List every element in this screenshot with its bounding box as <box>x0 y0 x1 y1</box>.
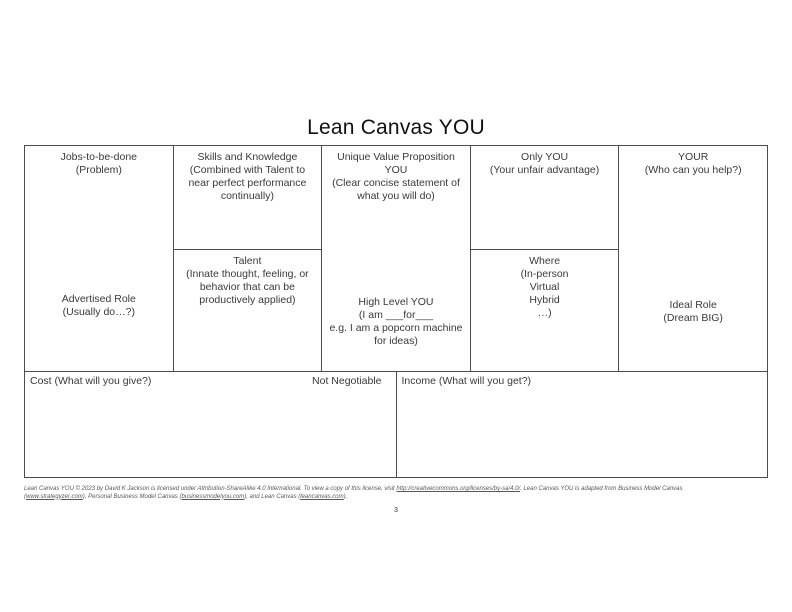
businessmodelyou-link[interactable]: businessmodelyou.com <box>181 493 245 500</box>
canvas-bottom-section: Cost (What will you give?) Not Negotiabl… <box>24 372 768 478</box>
license-text: Lean Canvas YOU © 2023 by David K Jackso… <box>24 486 397 492</box>
license-footer-line2: (www.strategyzer.com), Personal Business… <box>24 494 768 502</box>
only-you-label: Only YOU (Your unfair advantage) <box>489 151 600 176</box>
license-footer: Lean Canvas YOU © 2023 by David K Jackso… <box>24 486 768 501</box>
cell-where: Where (In-person Virtual Hybrid …) <box>471 250 619 320</box>
license-text: ), and Lean Canvas ( <box>244 493 301 500</box>
column-skills-talent: Skills and Knowledge (Combined with Tale… <box>173 146 323 371</box>
advertised-role-label: Advertised Role (Usually do…?) <box>61 293 136 318</box>
page-title: Lean Canvas YOU <box>307 116 485 139</box>
license-text: . Lean Canvas YOU is adapted from Busine… <box>520 486 683 492</box>
cell-jobs-to-be-done: Jobs-to-be-done (Problem) Advertised Rol… <box>25 146 174 371</box>
column-only-you-where: Only YOU (Your unfair advantage) Where (… <box>470 146 620 371</box>
talent-label: Talent (Innate thought, feeling, or beha… <box>186 255 309 306</box>
cell-your: YOUR (Who can you help?) Ideal Role (Dre… <box>619 146 767 371</box>
high-level-you-label: High Level YOU (I am ___for___ e.g. I am… <box>329 296 463 347</box>
your-label: YOUR (Who can you help?) <box>644 151 742 176</box>
license-url-link[interactable]: http://creativecommons.org/licenses/by-s… <box>396 486 521 492</box>
license-text: ). <box>343 493 348 500</box>
cell-income: Income (What will you get?) <box>397 372 768 477</box>
page-number: 3 <box>394 507 398 514</box>
license-text: ), Personal Business Model Canvas ( <box>82 493 182 500</box>
where-label: Where (In-person Virtual Hybrid …) <box>520 255 569 319</box>
jobs-to-be-done-label: Jobs-to-be-done (Problem) <box>60 151 138 176</box>
ideal-role-label: Ideal Role (Dream BIG) <box>663 299 723 324</box>
license-footer-line1: Lean Canvas YOU © 2023 by David K Jackso… <box>24 486 768 494</box>
cell-unique-value-proposition: Unique Value Proposition YOU (Clear conc… <box>322 146 471 371</box>
income-label: Income (What will you get?) <box>401 375 532 387</box>
cell-talent: Talent (Innate thought, feeling, or beha… <box>174 250 322 307</box>
cost-label: Cost (What will you give?) <box>30 375 152 387</box>
skills-knowledge-label: Skills and Knowledge (Combined with Tale… <box>188 151 307 202</box>
license-text: ( <box>24 493 26 500</box>
not-negotiable-label: Not Negotiable <box>312 375 382 387</box>
unique-value-proposition-label: Unique Value Proposition YOU (Clear conc… <box>332 151 460 202</box>
leancanvas-link[interactable]: leancanvas.com <box>300 493 344 500</box>
cell-skills-knowledge: Skills and Knowledge (Combined with Tale… <box>173 146 322 250</box>
lean-canvas: Jobs-to-be-done (Problem) Advertised Rol… <box>24 145 768 478</box>
strategyzer-link[interactable]: www.strategyzer.com <box>26 493 83 500</box>
cell-only-you: Only YOU (Your unfair advantage) <box>470 146 619 250</box>
canvas-top-section: Jobs-to-be-done (Problem) Advertised Rol… <box>24 145 768 372</box>
cell-cost: Cost (What will you give?) Not Negotiabl… <box>25 372 397 477</box>
